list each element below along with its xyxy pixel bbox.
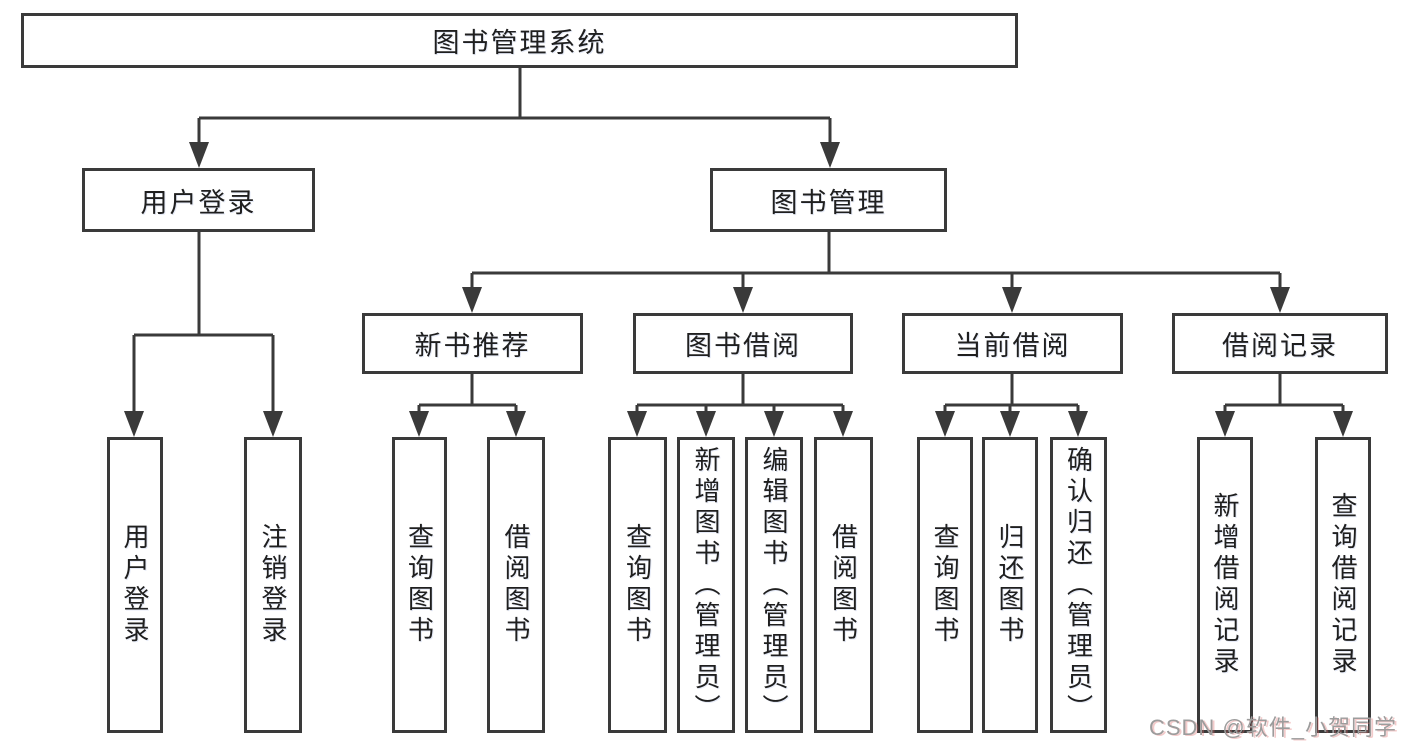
node-borrow-records: 借阅记录 — [1172, 313, 1388, 374]
node-leaf-user-login-label: 用户登录 — [120, 523, 150, 647]
node-book-borrow: 图书借阅 — [633, 313, 853, 374]
node-borrow-records-label: 借阅记录 — [1222, 331, 1338, 361]
node-leaf-borrow-books-label: 借阅图书 — [828, 523, 859, 647]
node-leaf-logout-label: 注销登录 — [258, 523, 288, 647]
arrowheads — [124, 142, 1353, 437]
node-new-book-recommend: 新书推荐 — [362, 313, 583, 374]
node-leaf-return-book-label: 归还图书 — [995, 523, 1025, 647]
node-new-book-recommend-label: 新书推荐 — [414, 331, 531, 361]
node-leaf-return-book: 归还图书 — [982, 437, 1038, 733]
node-leaf-edit-book-admin: 编辑图书（管理员） — [745, 437, 803, 733]
node-leaf-query-books-borrow: 查询图书 — [608, 437, 667, 733]
node-current-borrow-label: 当前借阅 — [954, 331, 1071, 361]
node-leaf-query-books-recommend: 查询图书 — [392, 437, 447, 733]
node-leaf-user-login: 用户登录 — [107, 437, 163, 733]
node-leaf-borrow-books: 借阅图书 — [814, 437, 873, 733]
node-leaf-logout: 注销登录 — [244, 437, 302, 733]
node-book-borrow-label: 图书借阅 — [685, 331, 801, 361]
node-user-login-label: 用户登录 — [140, 187, 257, 218]
node-leaf-query-books-recommend-label: 查询图书 — [404, 523, 435, 647]
node-leaf-query-books-current-label: 查询图书 — [930, 523, 960, 647]
node-leaf-query-books-borrow-label: 查询图书 — [622, 523, 653, 647]
node-user-login: 用户登录 — [82, 168, 315, 232]
node-leaf-borrow-books-recommend: 借阅图书 — [487, 437, 545, 733]
watermark: CSDN @软件_小贺同学 — [1148, 715, 1397, 740]
node-book-management-label: 图书管理 — [770, 187, 887, 218]
node-library-system: 图书管理系统 — [21, 13, 1018, 68]
node-leaf-query-borrow-record-label: 查询借阅记录 — [1328, 492, 1358, 678]
node-leaf-add-borrow-record: 新增借阅记录 — [1197, 437, 1253, 733]
node-library-system-label: 图书管理系统 — [432, 28, 607, 58]
node-leaf-confirm-return-admin-label: 确认归还（管理员） — [1063, 446, 1094, 725]
node-leaf-borrow-books-recommend-label: 借阅图书 — [501, 523, 531, 647]
node-leaf-query-books-current: 查询图书 — [917, 437, 973, 733]
node-book-management: 图书管理 — [710, 168, 947, 232]
node-current-borrow: 当前借阅 — [902, 313, 1123, 374]
node-leaf-add-book-admin-label: 新增图书（管理员） — [691, 446, 721, 725]
node-leaf-confirm-return-admin: 确认归还（管理员） — [1050, 437, 1107, 733]
connector-strokes — [132, 68, 1345, 414]
node-leaf-add-borrow-record-label: 新增借阅记录 — [1210, 492, 1240, 678]
node-leaf-edit-book-admin-label: 编辑图书（管理员） — [759, 446, 789, 725]
node-leaf-query-borrow-record: 查询借阅记录 — [1315, 437, 1371, 733]
node-leaf-add-book-admin: 新增图书（管理员） — [677, 437, 735, 733]
